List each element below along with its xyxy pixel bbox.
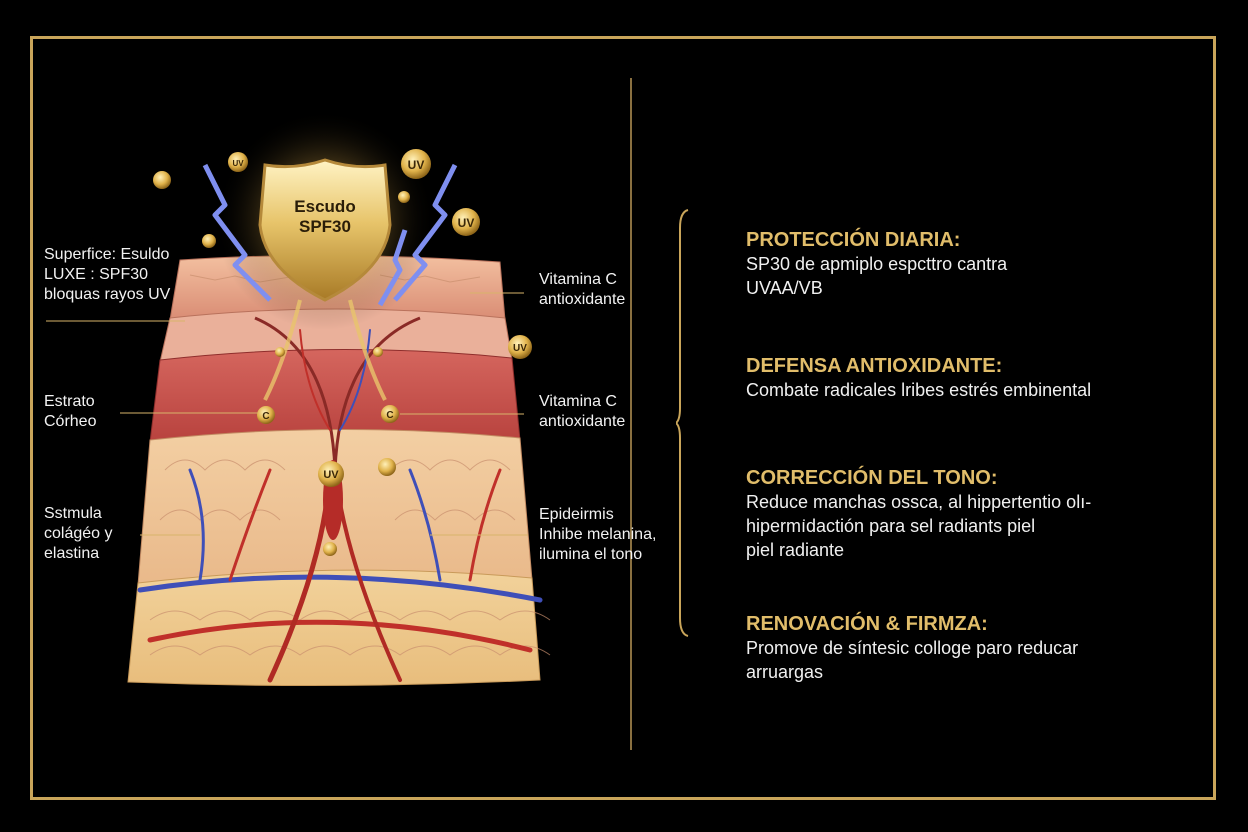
feature-defensa: DEFENSA ANTIOXIDANTE: Combate radicales … bbox=[746, 354, 1186, 402]
leader-lines bbox=[46, 292, 528, 536]
label-epidermis: Epideirmis Inhibe melanina, ilumina el t… bbox=[539, 506, 657, 563]
uv-coin: UV bbox=[318, 461, 344, 487]
vertical-divider bbox=[630, 78, 632, 750]
feature-text: SP30 de apmiplo espcttro cantra bbox=[746, 254, 1008, 274]
uv-coin: UV bbox=[228, 152, 248, 172]
svg-text:C: C bbox=[262, 411, 269, 422]
spf-shield: Escudo SPF30 bbox=[258, 158, 392, 401]
feature-title: CORRECCIÓN DEL TONO: bbox=[746, 467, 998, 489]
gold-frame bbox=[30, 36, 1216, 800]
feature-text: arruargas bbox=[746, 662, 824, 682]
vitamin-c-coin: C bbox=[257, 406, 275, 424]
label-surface: Superfice: Esuldo LUXE : SPF30 bloquas r… bbox=[44, 246, 171, 303]
feature-text: hiperm͘ıdactión para sel radiants piel bbox=[746, 516, 1036, 536]
shield-line2: SPF30 bbox=[299, 217, 351, 236]
svg-text:UV: UV bbox=[513, 343, 527, 354]
label-stratum-corneum: Estrato Córheo bbox=[44, 393, 97, 430]
skin-cross-section bbox=[127, 254, 551, 687]
feature-renovacion: RENOVACIÓN & FIRMZA: Promove de síntesic… bbox=[746, 612, 1186, 684]
svg-text:UV: UV bbox=[408, 158, 425, 172]
feature-text: UVAA/VB bbox=[746, 278, 823, 298]
svg-text:C: C bbox=[386, 410, 393, 421]
feature-title: PROTECCIÓN DIARIA: bbox=[746, 229, 961, 251]
decorative-particles bbox=[153, 171, 410, 556]
feature-title: DEFENSA ANTIOXIDANTE: bbox=[746, 355, 1003, 377]
feature-text: piel radiante bbox=[746, 540, 845, 560]
label-collagen: Sstmula colágéo y elastina bbox=[44, 505, 113, 562]
label-vitamin-c-top: Vitamina C antioxidante bbox=[539, 271, 626, 308]
label-vitamin-c-mid: Vitamina C antioxidante bbox=[539, 393, 626, 430]
vitamin-c-coin: C bbox=[381, 405, 399, 423]
svg-text:UV: UV bbox=[232, 159, 244, 168]
shield-line1: Escudo bbox=[294, 197, 355, 216]
feature-text: Promove de síntesic colloge paro reducar bbox=[746, 638, 1079, 658]
uv-coin: UV bbox=[401, 149, 431, 179]
feature-title: RENOVACIÓN & FIRMZA: bbox=[746, 613, 988, 635]
svg-text:UV: UV bbox=[323, 469, 339, 481]
svg-text:UV: UV bbox=[458, 216, 475, 230]
feature-proteccion: PROTECCIÓN DIARIA: SP30 de apmiplo espct… bbox=[746, 228, 1186, 300]
uv-coin: UV bbox=[452, 208, 480, 236]
feature-text: Combate radicales lribes estrés embinent… bbox=[746, 380, 1092, 400]
uv-coin: UV bbox=[508, 335, 532, 359]
feature-text: Reduce manchas ossca, al hippertentio ol… bbox=[746, 492, 1092, 512]
uv-rays bbox=[202, 163, 458, 307]
brace bbox=[676, 209, 689, 637]
feature-correccion: CORRECCIÓN DEL TONO: Reduce manchas ossc… bbox=[746, 466, 1186, 562]
